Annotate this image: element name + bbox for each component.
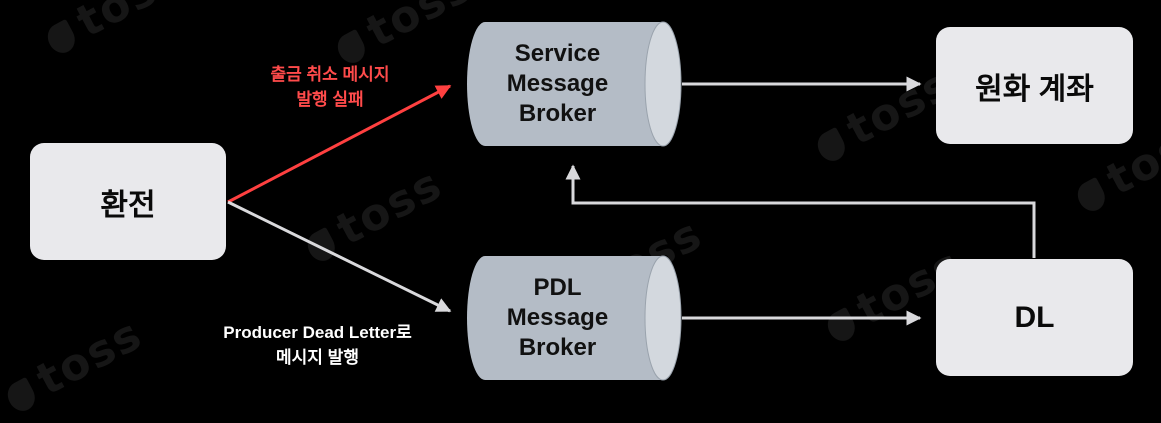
edge-label-cancel-failed: 출금 취소 메시지 발행 실패: [270, 65, 390, 109]
service-broker-label: Service Message Broker: [506, 40, 609, 127]
node-currency-account-label: 원화 계좌: [975, 72, 1094, 106]
node-currency-account: 원화 계좌: [936, 27, 1133, 144]
node-exchange-label: 환전: [100, 188, 156, 222]
node-exchange: 환전: [30, 143, 226, 260]
service-broker-cylinder: [467, 21, 682, 147]
pdl-broker-cylinder: [467, 255, 682, 381]
node-dl: DL: [936, 259, 1133, 376]
edge-label-producer-dead-letter: Producer Dead Letter로 메시지 발행: [223, 323, 412, 367]
node-dl-label: DL: [1014, 300, 1055, 334]
diagram-shapes: [227, 21, 1036, 381]
edge-cancel-failed: [227, 84, 452, 204]
edge-dl-to-service-broker: [565, 164, 1036, 258]
edge-producer-dead-letter: [227, 200, 452, 313]
pdl-broker-label: PDL Message Broker: [506, 274, 609, 361]
